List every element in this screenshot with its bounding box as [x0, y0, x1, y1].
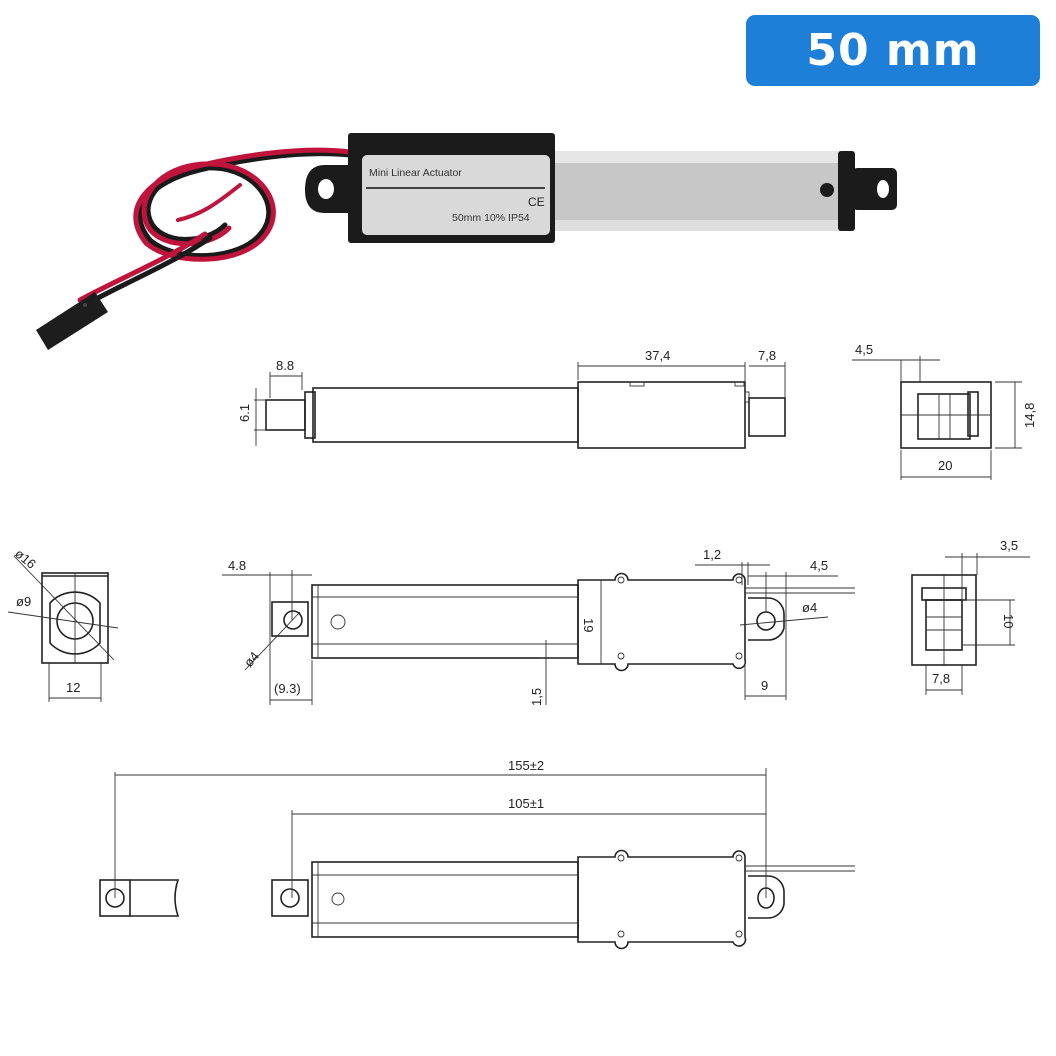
front-end-view: ø16 ø9 12 [7, 546, 119, 702]
dim-extended-length: 155±2 [508, 758, 544, 773]
rear-end-view: 4,5 14,8 20 [852, 342, 1037, 480]
dim-wire-offset: 4,5 [810, 558, 828, 573]
dim-rod-end-length: 8.8 [276, 358, 294, 373]
side-end-view: 3,5 10 7,8 [911, 538, 1030, 695]
ce-mark: CE [528, 195, 545, 209]
dim-wire-gap: 1,2 [703, 547, 721, 562]
front-mount-tab [305, 165, 355, 213]
rod-end [852, 168, 897, 210]
dim-retracted-length: 105±1 [508, 796, 544, 811]
stroke-view: 155±2 105±1 [99, 758, 855, 950]
aluminum-body [555, 151, 847, 231]
dim-rear-height: 14,8 [1022, 403, 1037, 428]
dim-rear-mount-length: 9 [761, 678, 768, 693]
dim-rear-width: 20 [938, 458, 952, 473]
dim-rod-hole-dia: ø4 [241, 649, 262, 670]
stroke-badge: 50 mm [746, 15, 1040, 86]
dim-rear-hole-dia: ø4 [802, 600, 817, 615]
dim-side-height: 10 [1001, 614, 1016, 628]
label-title: Mini Linear Actuator [369, 167, 462, 179]
end-cap [838, 151, 855, 231]
dim-rod-diameter: 6.1 [237, 404, 252, 422]
dim-rod-end-length-side: (9.3) [274, 681, 301, 696]
dupont-connector [36, 292, 108, 350]
dim-side-width: 7,8 [932, 671, 950, 686]
stroke-badge-label: 50 mm [806, 25, 980, 76]
product-label: Mini Linear Actuator CE 50mm 10% IP54 [362, 155, 550, 235]
dim-rear-offset: 4,5 [855, 342, 873, 357]
dim-side-offset: 3,5 [1000, 538, 1018, 553]
dim-step: 1,5 [529, 688, 544, 706]
dim-motor-length: 37,4 [645, 348, 670, 363]
top-view: 8.8 6.1 37,4 7,8 [237, 348, 786, 449]
dim-front-width: 12 [66, 680, 80, 695]
dim-inner-dia: ø9 [16, 594, 31, 609]
product-photo: Mini Linear Actuator CE 50mm 10% IP54 [36, 133, 897, 350]
label-spec: 50mm 10% IP54 [452, 212, 530, 224]
dim-body-height: 19 [581, 618, 596, 632]
dim-outer-dia: ø16 [12, 546, 39, 572]
side-view: 4.8 ø4 (9.3) 1,5 19 1,2 4,5 ø4 9 [222, 547, 855, 706]
dim-rod-hole-offset: 4.8 [228, 558, 246, 573]
dim-rear-mount: 7,8 [758, 348, 776, 363]
